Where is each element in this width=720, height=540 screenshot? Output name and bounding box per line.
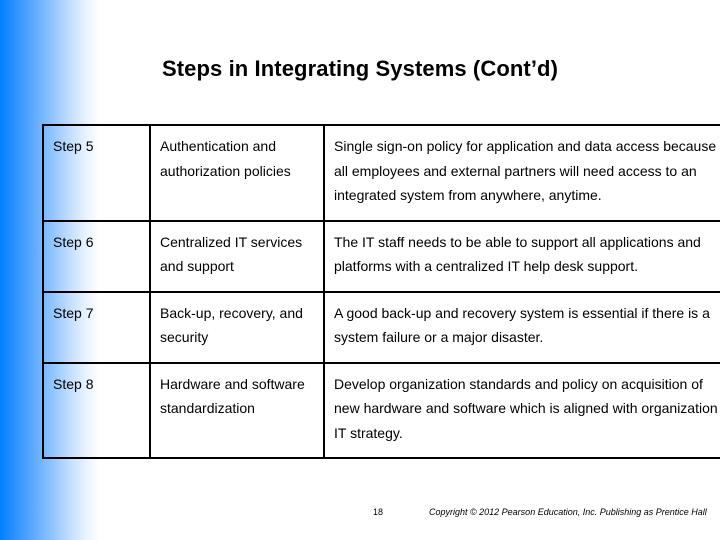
copyright-notice: Copyright © 2012 Pearson Education, Inc.… <box>429 507 707 517</box>
table-cell-description: A good back-up and recovery system is es… <box>323 290 720 364</box>
table-cell-step: Step 5 <box>42 124 151 222</box>
table-cell-description: Single sign-on policy for application an… <box>323 124 720 222</box>
step-name: Authentication and authorization policie… <box>160 138 291 179</box>
table-row: Step 6 Centralized IT services and suppo… <box>42 219 720 293</box>
table-row: Step 5 Authentication and authorization … <box>42 124 720 222</box>
slide-footer: 18 Copyright © 2012 Pearson Education, I… <box>0 506 720 522</box>
table-row: Step 7 Back-up, recovery, and security A… <box>42 290 720 364</box>
page-number: 18 <box>373 507 384 517</box>
step-label: Step 5 <box>53 138 94 154</box>
step-name: Centralized IT services and support <box>160 233 303 275</box>
table-cell-step: Step 7 <box>42 290 151 364</box>
table-cell-description: Develop organization standards and polic… <box>323 361 720 459</box>
table-cell-step: Step 8 <box>42 361 151 459</box>
step-name: Hardware and software standardization <box>160 375 305 417</box>
table-cell-name: Back-up, recovery, and security <box>149 290 325 364</box>
table-cell-step: Step 6 <box>42 219 151 293</box>
table-cell-name: Hardware and software standardization <box>149 361 325 459</box>
steps-table-body: Step 5 Authentication and authorization … <box>42 124 720 459</box>
step-label: Step 6 <box>53 233 94 250</box>
table-cell-description: The IT staff needs to be able to support… <box>323 219 720 293</box>
step-description: The IT staff needs to be able to support… <box>334 233 701 275</box>
table-row: Step 8 Hardware and software standardiza… <box>42 361 720 459</box>
step-label: Step 7 <box>53 304 94 321</box>
step-name: Back-up, recovery, and security <box>160 304 303 346</box>
step-description: Single sign-on policy for application an… <box>334 138 717 203</box>
step-description: Develop organization standards and polic… <box>334 375 718 441</box>
table-cell-name: Authentication and authorization policie… <box>149 124 325 222</box>
step-label: Step 8 <box>53 375 94 392</box>
steps-table: Step 5 Authentication and authorization … <box>42 124 720 459</box>
step-description: A good back-up and recovery system is es… <box>334 304 710 346</box>
table-cell-name: Centralized IT services and support <box>149 219 325 293</box>
page-title: Steps in Integrating Systems (Cont’d) <box>161 56 559 81</box>
